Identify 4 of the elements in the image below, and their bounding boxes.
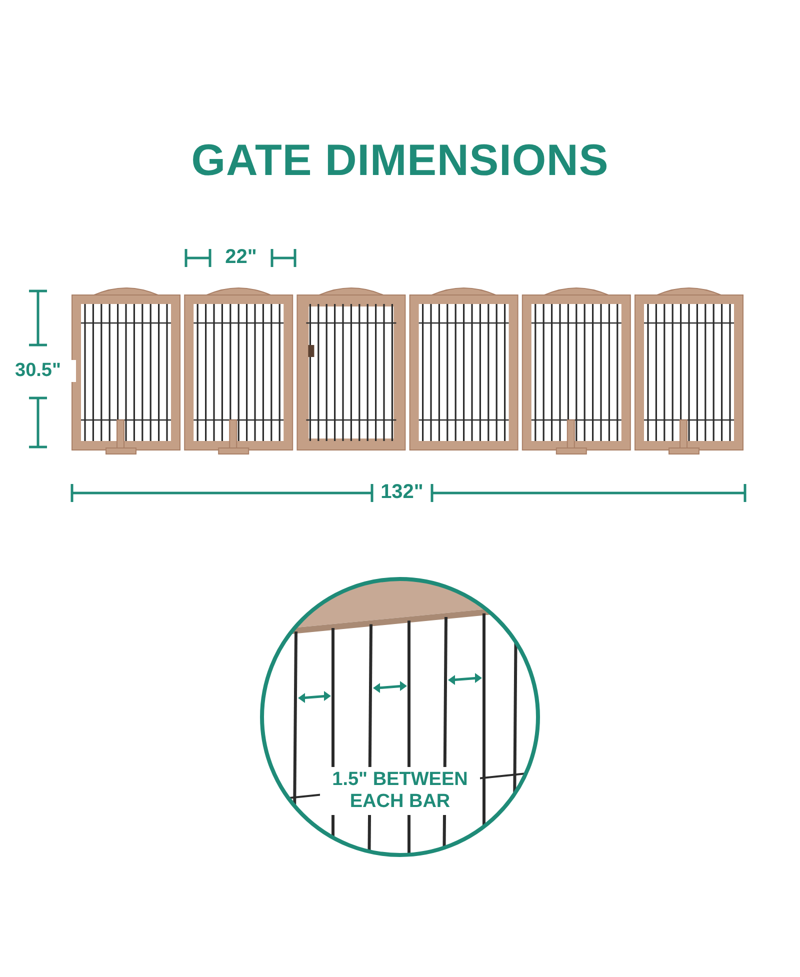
title: GATE DIMENSIONS bbox=[190, 136, 610, 186]
callout-text: 1.5" BETWEEN EACH BAR bbox=[320, 767, 480, 815]
dimension-label: 22" bbox=[224, 246, 258, 269]
dimension-label: 132" bbox=[380, 481, 424, 504]
